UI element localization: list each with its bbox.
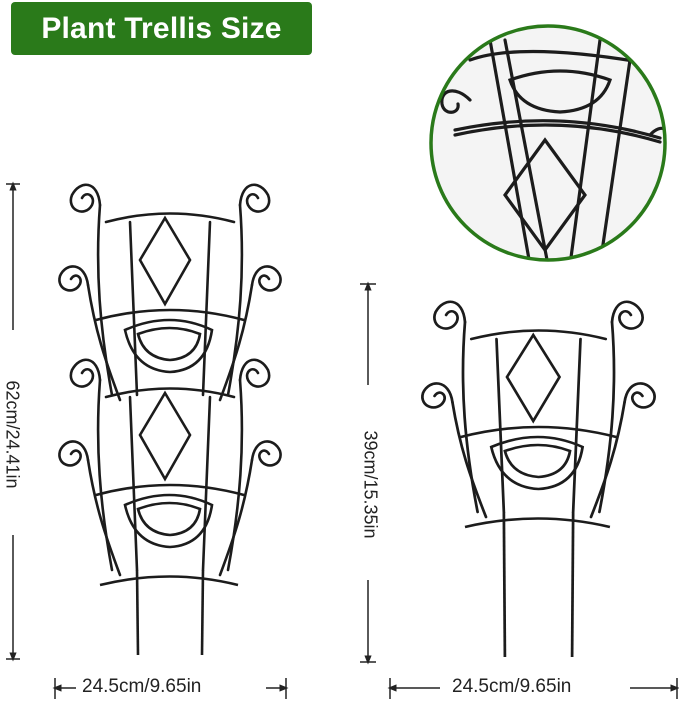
left-width-dimension [52, 678, 289, 699]
left-trellis-graphic [58, 183, 282, 656]
right-width-label: 24.5cm/9.65in [452, 676, 572, 697]
left-height-label: 62cm/24.41in [2, 380, 23, 489]
zoom-detail [429, 24, 667, 262]
right-height-dimension [360, 281, 376, 665]
right-height-label: 39cm/15.35in [360, 430, 381, 539]
right-trellis-graphic [421, 300, 656, 658]
left-height-dimension [6, 181, 20, 662]
left-width-label: 24.5cm/9.65in [82, 676, 202, 697]
right-width-dimension [387, 678, 679, 699]
title-badge: Plant Trellis Size [11, 2, 312, 55]
title-text: Plant Trellis Size [41, 11, 282, 45]
